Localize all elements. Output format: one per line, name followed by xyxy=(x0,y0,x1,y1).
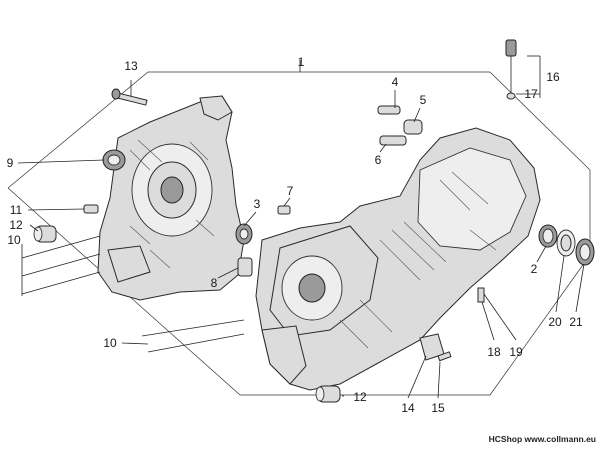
label-part-20: 20 xyxy=(548,315,562,329)
label-part-21: 21 xyxy=(569,315,583,329)
label-part-13: 13 xyxy=(124,59,138,73)
label-part-12-lower: 12 xyxy=(353,390,367,404)
part-2-bearing xyxy=(538,224,558,248)
part-20-ring xyxy=(556,229,576,257)
label-part-5: 5 xyxy=(420,93,427,107)
part-15-screw xyxy=(437,351,452,362)
part-number-labels: 1 2 3 4 5 6 7 8 9 10 10 11 12 12 13 14 1… xyxy=(7,55,583,415)
part-9-oil-seal xyxy=(102,149,126,171)
part-3-oil-seal xyxy=(235,223,253,245)
label-part-15: 15 xyxy=(431,401,445,415)
part-11-dowel xyxy=(83,204,99,214)
label-part-17: 17 xyxy=(524,87,538,101)
label-part-18: 18 xyxy=(487,345,501,359)
shop-watermark: HCShop www.collmann.eu xyxy=(489,434,596,444)
left-crankcase-half xyxy=(97,95,245,301)
part-12-bushing-upper xyxy=(33,225,57,243)
label-part-10-upper: 10 xyxy=(7,233,21,247)
label-part-2: 2 xyxy=(531,262,538,276)
part-21-seal xyxy=(575,238,595,266)
part-18-screw xyxy=(477,287,485,303)
label-part-4: 4 xyxy=(392,75,399,89)
label-part-11: 11 xyxy=(10,203,23,217)
label-part-7: 7 xyxy=(287,184,294,198)
label-part-19: 19 xyxy=(509,345,523,359)
label-part-3: 3 xyxy=(254,197,261,211)
part-10-studs-lower xyxy=(141,319,245,353)
part-12-bushing-lower xyxy=(315,385,341,403)
right-crankcase-half xyxy=(255,127,541,391)
part-6-pin xyxy=(379,135,407,146)
label-part-6: 6 xyxy=(375,153,382,167)
label-part-14: 14 xyxy=(401,401,415,415)
part-8-bushing xyxy=(237,257,253,277)
leader-lines xyxy=(17,55,585,399)
part-13-bolt xyxy=(111,88,148,106)
label-part-16: 16 xyxy=(546,70,560,84)
part-7-dowel xyxy=(277,205,291,215)
label-part-12-upper: 12 xyxy=(9,218,23,232)
part-5-sleeve xyxy=(403,119,423,135)
label-part-10-lower: 10 xyxy=(103,336,117,350)
part-4-pin xyxy=(377,105,401,115)
label-part-8: 8 xyxy=(211,276,218,290)
label-part-1: 1 xyxy=(298,55,305,69)
part-16-17-dipstick xyxy=(505,39,517,100)
label-part-9: 9 xyxy=(7,156,14,170)
part-10-studs-upper xyxy=(21,235,101,295)
